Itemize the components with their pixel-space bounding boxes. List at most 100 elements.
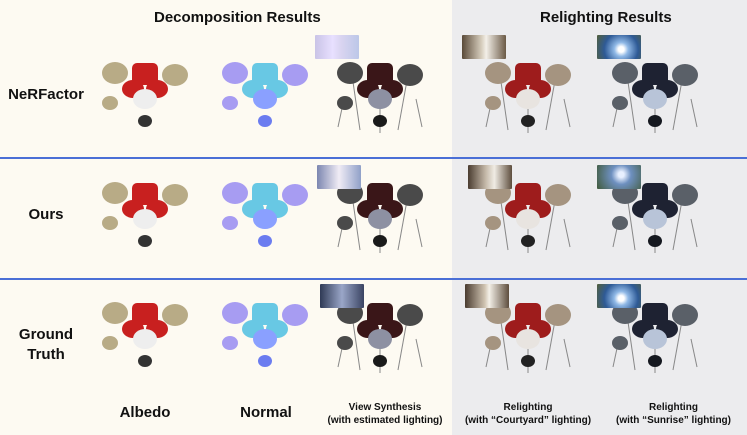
kick-pedal <box>138 115 152 127</box>
snare-head <box>643 329 667 349</box>
drum-shell <box>367 183 393 205</box>
cymbal <box>102 62 128 84</box>
cymbal <box>162 184 188 206</box>
image-ground-truth-normal <box>215 295 315 375</box>
cymbal <box>485 62 511 84</box>
stand <box>351 194 361 251</box>
drum-kit-render <box>612 62 698 133</box>
header-relighting: Relighting Results <box>540 9 672 26</box>
hihat <box>222 336 238 350</box>
image-ground-truth-relight-sunrise <box>605 295 705 375</box>
drum-kit-render <box>222 302 308 367</box>
snare-head <box>253 89 277 109</box>
stand <box>499 74 509 131</box>
drum-kit-render <box>612 302 698 373</box>
image-ours-normal <box>215 175 315 255</box>
drum-shell <box>252 303 278 325</box>
hihat <box>612 96 628 110</box>
kick-pedal <box>138 355 152 367</box>
drum-shell <box>515 303 541 325</box>
drum-kit-render <box>612 182 698 253</box>
snare-head <box>516 89 540 109</box>
hihat <box>612 216 628 230</box>
estimated-light-map <box>320 284 364 308</box>
sunrise-light-map <box>597 284 641 308</box>
stand <box>563 218 571 248</box>
cymbal <box>337 62 363 84</box>
snare-head <box>368 89 392 109</box>
sunrise-light-map <box>597 165 641 189</box>
hihat <box>612 336 628 350</box>
cymbal <box>672 304 698 326</box>
kick-pedal <box>258 355 272 367</box>
drum-kit-render <box>485 182 571 253</box>
snare-head <box>643 89 667 109</box>
drum-shell <box>367 63 393 85</box>
column-label-relighting-sunrise: Relighting (with “Sunrise” lighting) <box>616 402 731 426</box>
drum-shell <box>132 183 158 205</box>
drum-shell <box>515 183 541 205</box>
row-label-nerfactor: NeRFactor <box>8 86 84 103</box>
snare-head <box>516 209 540 229</box>
column-label-relighting-courtyard: Relighting (with “Courtyard” lighting) <box>464 402 592 426</box>
stand <box>626 194 636 251</box>
header-decomposition: Decomposition Results <box>154 9 321 26</box>
kick-pedal <box>521 235 535 247</box>
kick-pedal <box>258 235 272 247</box>
drum-kit-render <box>102 302 188 367</box>
estimated-light-map <box>315 35 359 59</box>
cymbal <box>222 62 248 84</box>
image-nerfactor-relight-sunrise <box>605 55 705 135</box>
cymbal <box>222 302 248 324</box>
courtyard-light-map <box>465 284 509 308</box>
cymbal <box>102 302 128 324</box>
stand <box>499 194 509 251</box>
snare-head <box>133 329 157 349</box>
hihat <box>485 216 501 230</box>
stand <box>690 218 698 248</box>
sunrise-light-map <box>597 35 641 59</box>
snare-head <box>253 329 277 349</box>
drum-kit-render <box>222 182 308 247</box>
snare-head <box>133 89 157 109</box>
snare-head <box>368 329 392 349</box>
image-ours-albedo <box>95 175 195 255</box>
stand <box>626 74 636 131</box>
image-nerfactor-relight-courtyard <box>478 55 578 135</box>
stand <box>351 314 361 371</box>
image-nerfactor-normal <box>215 55 315 135</box>
drum-kit-render <box>102 62 188 127</box>
kick-pedal <box>373 235 387 247</box>
snare-head <box>643 209 667 229</box>
cymbal <box>672 184 698 206</box>
cymbal <box>545 304 571 326</box>
hihat <box>222 216 238 230</box>
cymbal <box>397 64 423 86</box>
drum-shell <box>642 63 668 85</box>
hihat <box>102 216 118 230</box>
row-separator <box>0 157 747 159</box>
image-ground-truth-albedo <box>95 295 195 375</box>
stand <box>563 338 571 368</box>
hihat <box>337 336 353 350</box>
kick-pedal <box>373 355 387 367</box>
row-separator <box>0 278 747 280</box>
kick-pedal <box>648 235 662 247</box>
kick-pedal <box>258 115 272 127</box>
stand <box>415 98 423 128</box>
drum-shell <box>252 183 278 205</box>
hihat <box>485 336 501 350</box>
image-nerfactor-albedo <box>95 55 195 135</box>
stand <box>415 218 423 248</box>
kick-pedal <box>648 355 662 367</box>
drum-shell <box>132 303 158 325</box>
column-label-view-synthesis: View Synthesis (with estimated lighting) <box>327 402 443 426</box>
drum-shell <box>642 303 668 325</box>
kick-pedal <box>521 115 535 127</box>
courtyard-light-map <box>462 35 506 59</box>
stand <box>690 98 698 128</box>
cymbal <box>397 184 423 206</box>
stand <box>563 98 571 128</box>
cymbal <box>102 182 128 204</box>
estimated-light-map <box>317 165 361 189</box>
